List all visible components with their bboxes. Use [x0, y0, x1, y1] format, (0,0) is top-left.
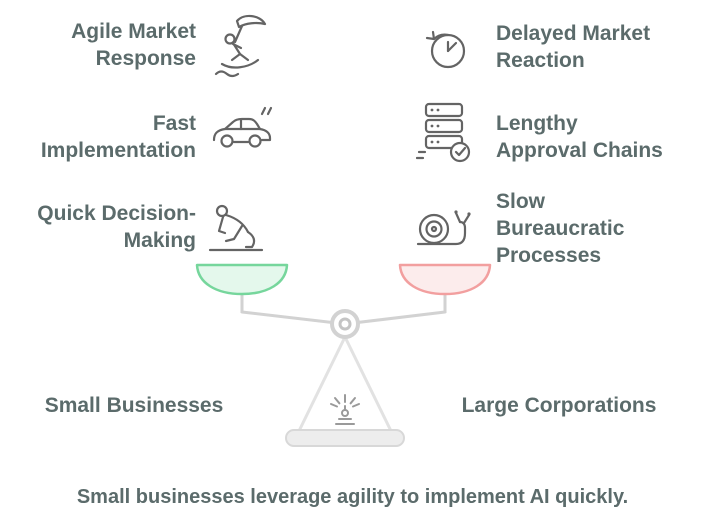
crawling-person-icon: [204, 198, 268, 256]
left-item-2-line-2: Implementation: [40, 139, 196, 162]
left-item-3-label: Quick Decision- Making: [0, 200, 196, 254]
pivot-inner-circle: [338, 317, 352, 331]
caption-text: Small businesses leverage agility to imp…: [76, 486, 629, 508]
clock-rewind-icon: [422, 24, 472, 74]
right-item-3-line-2: Bureaucratic: [496, 217, 625, 240]
left-item-1-label: Agile Market Response: [0, 18, 196, 72]
snail-icon: [412, 194, 472, 252]
kitesurfer-icon: [208, 12, 272, 78]
left-item-1-line-1: Agile Market: [71, 20, 196, 43]
right-pan-red: [398, 263, 492, 296]
right-item-2-label: Lengthy Approval Chains: [496, 110, 705, 164]
gauge-icon: [330, 394, 360, 425]
left-item-3-line-1: Quick Decision-: [37, 202, 196, 225]
right-item-3-line-1: Slow: [496, 190, 546, 213]
left-item-1-line-2: Response: [95, 47, 196, 70]
scale-base: [285, 429, 405, 447]
right-item-3-line-3: Processes: [496, 244, 602, 267]
large-corporations-label: Large Corporations: [461, 394, 657, 417]
right-item-3-label: Slow Bureaucratic Processes: [496, 188, 705, 269]
left-pan-green: [195, 263, 289, 296]
right-item-1-label: Delayed Market Reaction: [496, 20, 705, 74]
right-item-1-line-2: Reaction: [496, 49, 585, 72]
left-item-3-line-2: Making: [123, 229, 196, 252]
right-item-2-line-1: Lengthy: [496, 112, 578, 135]
left-item-2-label: Fast Implementation: [0, 110, 196, 164]
small-businesses-label: Small Businesses: [44, 394, 224, 417]
left-item-2-line-1: Fast: [152, 112, 196, 135]
approval-stack-icon: [416, 100, 474, 164]
fast-car-icon: [210, 106, 274, 156]
right-item-1-line-1: Delayed Market: [496, 22, 651, 45]
right-item-2-line-2: Approval Chains: [496, 139, 663, 162]
